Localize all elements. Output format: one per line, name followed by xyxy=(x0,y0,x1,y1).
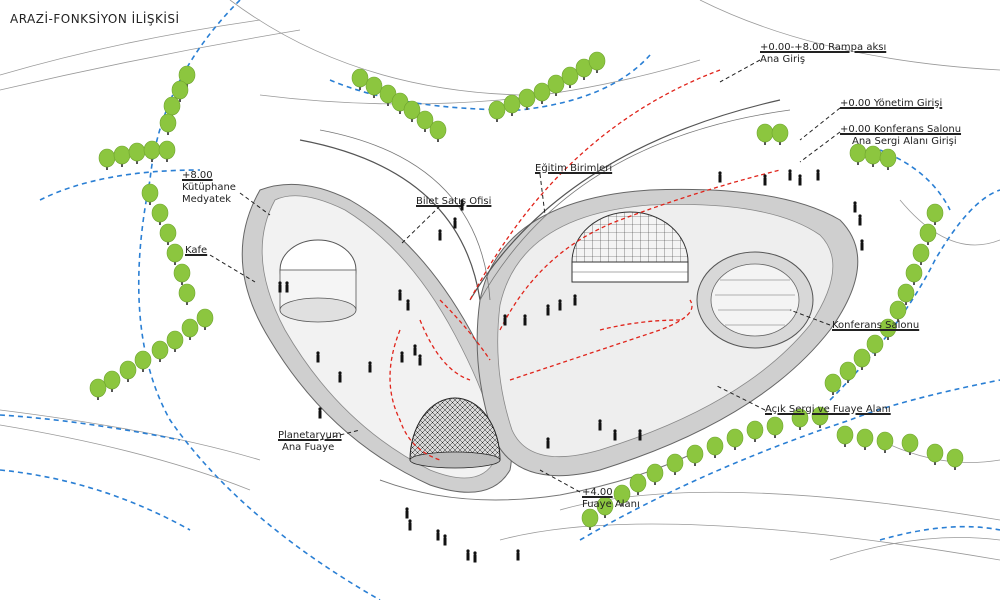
label-planetarium: Planetaryum Ana Fuaye xyxy=(278,430,342,454)
leader-lines xyxy=(209,59,841,493)
label-ticket-office: Bilet Satış Ofisi xyxy=(416,196,491,208)
planetarium-dome xyxy=(409,397,501,469)
label-kutuphane-line2: Kütüphane xyxy=(182,182,236,193)
education-dome xyxy=(571,211,689,283)
label-cafe: Kafe xyxy=(185,245,207,257)
label-konferans-giris-line2: Ana Sergi Alanı Girişi xyxy=(852,136,957,147)
label-kafe: Kafe xyxy=(185,245,208,256)
page-title: ARAZİ-FONKSİYON İLİŞKİSİ xyxy=(10,12,180,26)
label-library: +8.00 Kütüphane Medyatek xyxy=(182,170,236,206)
label-open-exhibition: Açık Sergi ve Fuaye Alanı xyxy=(765,404,891,416)
label-conference-hall: Konferans Salonu xyxy=(832,320,919,332)
label-egitim: Eğitim Birimleri xyxy=(535,163,613,174)
label-conference-entrance: +0.00 Konferans Salonu Ana Sergi Alanı G… xyxy=(840,124,961,148)
label-foyer: +4.00 Fuaye Alanı xyxy=(582,487,640,511)
label-fuaye-line1: +4.00 xyxy=(582,487,613,498)
label-rampa-line2: Ana Giriş xyxy=(760,54,806,65)
label-education-units: Eğitim Birimleri xyxy=(535,163,612,175)
label-yonetim: +0.00 Yönetim Girişi xyxy=(840,98,943,109)
label-fuaye-line2: Fuaye Alanı xyxy=(582,499,640,510)
label-kutuphane-line3: Medyatek xyxy=(182,194,232,205)
label-acik-sergi: Açık Sergi ve Fuaye Alanı xyxy=(765,404,891,415)
circulation-paths xyxy=(389,69,781,461)
label-bilet: Bilet Satış Ofisi xyxy=(416,196,492,207)
label-planetaryum-line2: Ana Fuaye xyxy=(282,442,335,453)
label-kutuphane-line1: +8.00 xyxy=(182,170,213,181)
label-konferans-giris-line1: +0.00 Konferans Salonu xyxy=(840,124,962,135)
label-rampa-line1: +0.00-+8.00 Rampa aksı xyxy=(760,42,887,53)
label-rampa-axis: +0.00-+8.00 Rampa aksı Ana Giriş xyxy=(760,42,886,66)
label-planetaryum-line1: Planetaryum xyxy=(278,430,342,441)
label-management-entrance: +0.00 Yönetim Girişi xyxy=(840,98,942,110)
label-konferans-salonu: Konferans Salonu xyxy=(832,320,920,331)
